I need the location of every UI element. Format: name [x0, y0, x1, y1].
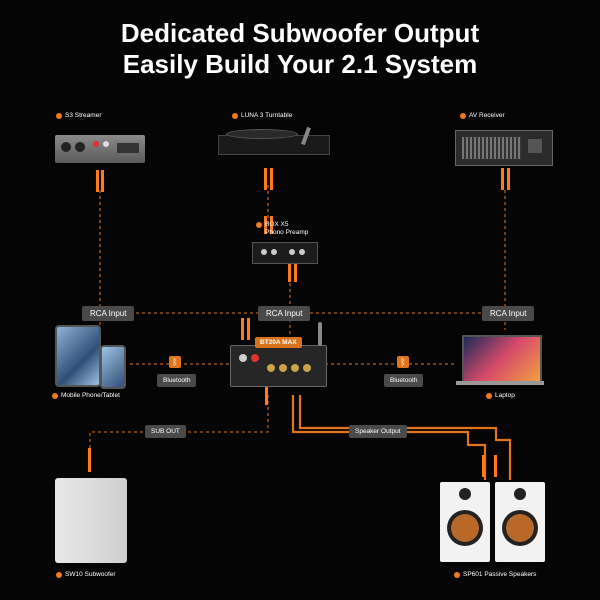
laptop-base: [456, 381, 544, 385]
label-dot-icon: [52, 392, 58, 399]
subwoofer-label-text: SW10 Subwoofer: [65, 571, 116, 578]
laptop-label-text: Laptop: [495, 392, 515, 399]
rca-input-right: RCA Input: [482, 306, 535, 321]
streamer-label-text: S3 Streamer: [65, 112, 102, 119]
preamp-label-line1: BOX X5: [265, 221, 289, 228]
streamer-label: S3 Streamer: [56, 112, 102, 119]
phone-label: Mobile Phone/Tablet: [52, 392, 120, 399]
turntable-device: [218, 125, 330, 159]
label-dot-icon: [56, 571, 62, 578]
av-receiver-device: [455, 130, 553, 166]
bluetooth-icon: ᛒ: [397, 356, 409, 368]
label-dot-icon: [454, 571, 460, 578]
laptop-screen: [462, 335, 542, 381]
subwoofer-device: [55, 478, 127, 563]
laptop-label: Laptop: [486, 392, 515, 399]
preamp-device: [252, 242, 318, 264]
tablet-device: [55, 325, 101, 387]
rca-plugs: [88, 168, 510, 477]
speaker-output-label: Speaker Output: [349, 425, 407, 438]
preamp-label: BOX X5 Phono Preamp: [256, 221, 308, 236]
rca-input-left: RCA Input: [82, 306, 135, 321]
wire-speaker-output-a: [291, 395, 487, 480]
sub-out-label: SUB OUT: [145, 425, 186, 438]
amplifier-device: [230, 345, 327, 387]
speaker-left: [440, 482, 490, 562]
wire-speaker-output-b: [298, 395, 512, 480]
receiver-label-text: AV Receiver: [469, 112, 505, 119]
label-dot-icon: [56, 112, 62, 119]
rca-input-center: RCA Input: [258, 306, 311, 321]
title-line-2: Easily Build Your 2.1 System: [122, 49, 478, 79]
title-line-1: Dedicated Subwoofer Output: [120, 18, 480, 48]
speakers-label-text: SP601 Passive Speakers: [463, 571, 537, 578]
label-dot-icon: [486, 392, 492, 399]
turntable-label-text: LUNA 3 Turntable: [241, 112, 293, 119]
speakers-label: SP601 Passive Speakers: [454, 571, 536, 578]
label-dot-icon: [232, 112, 238, 119]
subwoofer-label: SW10 Subwoofer: [56, 571, 116, 578]
receiver-label: AV Receiver: [460, 112, 505, 119]
label-dot-icon: [256, 221, 262, 228]
bluetooth-right: Bluetooth: [384, 374, 424, 387]
amp-model-badge: BT20A MAX: [255, 337, 302, 348]
phone-label-text: Mobile Phone/Tablet: [61, 392, 120, 399]
bluetooth-left: Bluetooth: [157, 374, 197, 387]
bluetooth-icon: ᛒ: [169, 356, 181, 368]
label-dot-icon: [460, 112, 466, 119]
turntable-label: LUNA 3 Turntable: [232, 112, 292, 119]
streamer-device: [55, 135, 145, 163]
phone-device: [100, 345, 126, 389]
antenna-icon: [318, 322, 322, 346]
preamp-label-line2: Phono Preamp: [265, 229, 309, 236]
speaker-right: [495, 482, 545, 562]
